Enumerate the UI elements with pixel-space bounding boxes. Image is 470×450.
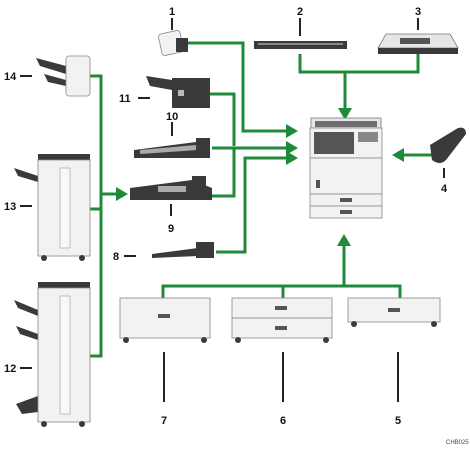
option-12-tray-2 [16,326,38,340]
option-5-handle [388,308,400,312]
option-5-wheel-2 [431,321,437,327]
option-10: 10 [134,111,210,158]
option-4: 4 [430,127,466,195]
option-7-wheel-1 [123,337,129,343]
option-6-handle-2 [275,326,287,330]
copier-tray-1-handle [340,198,352,202]
option-5-wheel-1 [351,321,357,327]
copier-lower-body [309,157,383,195]
copier-switch [316,180,320,188]
option-12-booklet-tray [16,396,38,414]
option-13-top [38,154,90,162]
option-9: 9 [130,176,212,235]
label-11: 11 [119,93,131,105]
option-6-wheel-1 [235,337,241,343]
connector-1 [188,41,288,133]
copier-scanner-glass [315,121,377,127]
option-12-wheel-2 [79,421,85,427]
option-1: 1 [158,6,188,56]
option-7: 7 [119,297,211,427]
option-12-wheel-1 [41,421,47,427]
connector-finishers [90,74,103,358]
label-6: 6 [280,415,286,427]
option-14-tray-2 [44,74,66,86]
figure-code: CHB025 [446,440,469,446]
connector-8 [216,156,288,254]
option-13-wheel-2 [79,255,85,261]
label-3: 3 [415,6,421,18]
option-9-tray [158,186,186,192]
option-2-stripe [258,43,343,45]
option-10-top [140,145,198,154]
option-8: 8 [113,242,214,263]
option-14-body [65,55,91,97]
option-11-window [178,90,184,96]
connector-2-3 [298,54,420,74]
option-6-handle-1 [275,306,287,310]
option-7-wheel-2 [201,337,207,343]
label-9: 9 [168,223,174,235]
label-14: 14 [4,71,17,83]
option-10-end [196,138,210,158]
option-8-body [196,242,214,258]
arrow-left-2 [286,141,298,155]
option-2: 2 [254,6,347,49]
option-9-top [192,176,206,186]
arrow-left-3 [286,151,298,165]
label-13: 13 [4,201,16,213]
arrow-right [392,148,404,162]
option-3-tray [400,38,430,44]
label-4: 4 [441,183,448,195]
option-11-tray [146,76,172,90]
option-12-tray [14,300,38,316]
copier-tray-2-handle [340,210,352,214]
arrow-bottom [337,234,351,246]
option-12: 12 [4,282,91,427]
option-14-tray [36,58,66,74]
option-12-top [38,282,90,290]
option-11: 11 [119,76,210,108]
label-7: 7 [161,415,167,427]
label-8: 8 [113,251,119,263]
arrow-left-1 [286,124,298,138]
option-6: 6 [231,297,333,427]
option-6-wheel-2 [323,337,329,343]
copier-panel [358,132,378,142]
copier-output-area [314,132,354,154]
label-10: 10 [166,111,178,123]
connector-9 [212,148,236,198]
option-13-wheel-1 [41,255,47,261]
option-12-door [59,295,71,415]
option-1-part [176,38,188,52]
arrow-to-9 [116,187,128,201]
option-14: 14 [4,55,91,97]
option-7-handle [158,314,170,318]
label-5: 5 [395,415,401,427]
option-5: 5 [347,297,441,427]
option-4-handset [430,127,466,163]
option-13: 13 [4,154,91,261]
arrow-top [338,108,352,120]
option-3: 3 [377,6,459,54]
label-2: 2 [297,6,303,18]
option-8-tray [152,248,198,258]
label-1: 1 [169,6,175,18]
option-11-body [172,78,210,108]
option-3-base [378,48,458,54]
label-12: 12 [4,363,16,375]
option-13-tray [14,168,38,182]
option-13-door [59,167,71,249]
connector-11 [210,92,236,146]
main-copier [309,117,383,219]
